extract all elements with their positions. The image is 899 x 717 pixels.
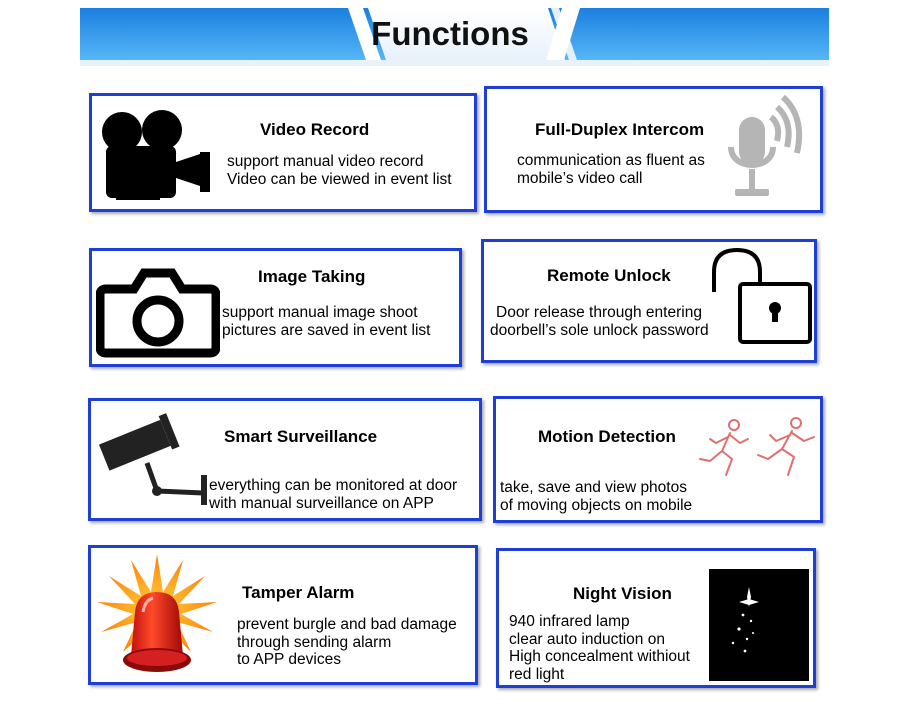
- description-line: everything can be monitored at door: [209, 477, 458, 494]
- card-remote-unlock: Remote Unlock Door release through enter…: [481, 239, 817, 363]
- description-line: with manual surveillance on APP: [209, 494, 434, 512]
- card-title: Night Vision: [573, 584, 672, 603]
- description-line: Video can be viewed in event list: [227, 170, 452, 188]
- card-title: Image Taking: [258, 267, 366, 286]
- padlock-icon: [712, 247, 812, 344]
- card-tamper-alarm: Tamper Alarm prevent burgle and bad dama…: [88, 545, 478, 685]
- card-description: support manual video record Video can be…: [227, 153, 452, 188]
- card-image-taking: Image Taking support manual image shoot …: [89, 248, 462, 367]
- alarm-siren-icon: [97, 554, 217, 672]
- header-banner: Functions: [80, 8, 829, 66]
- running-people-icon: [699, 417, 815, 476]
- banner-graphic: [80, 8, 829, 66]
- card-night-vision: Night Vision 940 infrared lamp clear aut…: [496, 548, 816, 688]
- description-line: pictures are saved in event list: [222, 321, 431, 339]
- camera-icon: [96, 268, 220, 358]
- card-description: 940 infrared lamp clear auto induction o…: [509, 613, 690, 683]
- description-line: through sending alarm: [237, 633, 392, 651]
- page-title: Functions: [371, 15, 529, 52]
- card-description: support manual image shoot pictures are …: [222, 304, 431, 339]
- card-description: everything can be monitored at door with…: [209, 477, 457, 512]
- microphone-icon: [728, 95, 803, 196]
- card-title: Tamper Alarm: [242, 583, 355, 602]
- description-line: support manual image shoot: [222, 304, 418, 321]
- description-line: support manual video record: [227, 153, 424, 170]
- description-line: High concealment withiout: [509, 648, 690, 665]
- card-title: Motion Detection: [538, 427, 676, 446]
- card-smart-surveillance: Smart Surveillance everything can be mon…: [88, 398, 482, 521]
- description-line: prevent burgle and bad damage: [237, 616, 457, 633]
- card-description: prevent burgle and bad damage through se…: [237, 616, 457, 669]
- card-video-record: Video Record support manual video record…: [89, 93, 477, 212]
- description-line: clear auto induction on: [509, 630, 665, 648]
- description-line: red light: [509, 665, 565, 683]
- card-description: Door release through entering doorbell’s…: [490, 304, 709, 339]
- card-title: Video Record: [260, 120, 370, 139]
- description-line: communication as fluent as: [517, 152, 705, 169]
- description-line: mobile’s video call: [517, 169, 643, 187]
- card-full-duplex-intercom: Full-Duplex Intercom communication as fl…: [484, 86, 823, 213]
- description-line: Door release through entering: [496, 304, 702, 321]
- description-line: 940 infrared lamp: [509, 613, 630, 630]
- description-line: doorbell’s sole unlock password: [490, 321, 709, 339]
- cctv-camera-icon: [98, 413, 207, 505]
- crescent-moon-icon: [709, 569, 809, 681]
- card-title: Full-Duplex Intercom: [535, 120, 705, 139]
- description-line: of moving objects on mobile: [500, 496, 693, 514]
- card-motion-detection: Motion Detection take, save and view pho…: [493, 396, 823, 523]
- card-description: take, save and view photos of moving obj…: [500, 479, 692, 514]
- description-line: to APP devices: [237, 651, 341, 668]
- video-camera-icon: [102, 110, 210, 200]
- card-description: communication as fluent as mobile’s vide…: [517, 152, 705, 187]
- card-title: Remote Unlock: [547, 266, 671, 285]
- description-line: take, save and view photos: [500, 479, 687, 496]
- card-title: Smart Surveillance: [224, 427, 378, 446]
